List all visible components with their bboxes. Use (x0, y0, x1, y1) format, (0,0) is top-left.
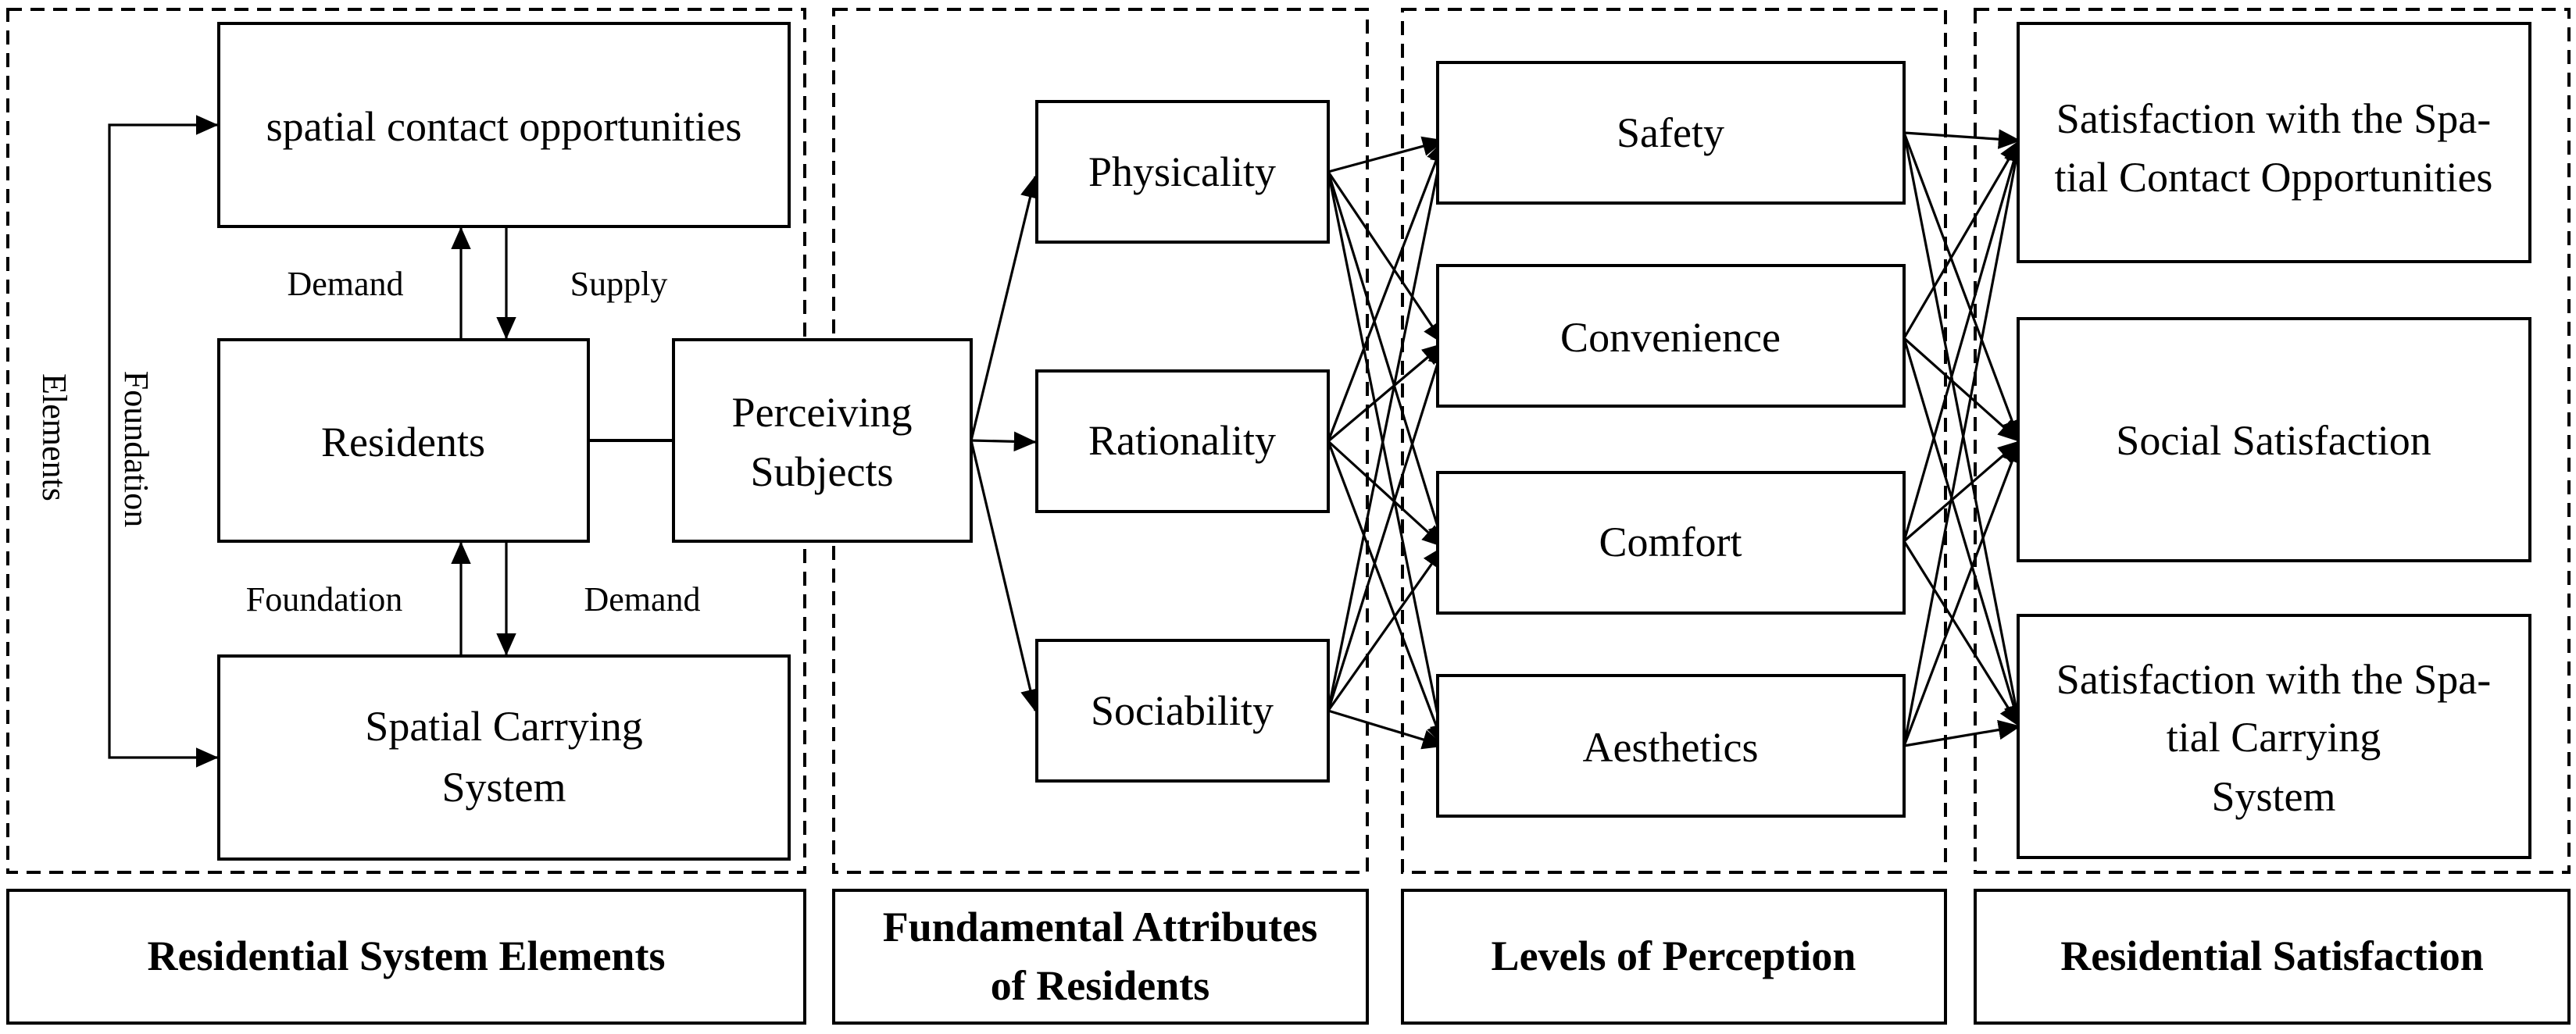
node-satisfaction-spatial-carrying: Satisfaction with the Spa- tial Carrying… (2017, 614, 2531, 859)
arrow-perceiving-physicality (970, 175, 1041, 441)
label-foundation-vertical: Foundation (117, 371, 155, 527)
svg-text:spatial contact opportunities: spatial contact opportunities (266, 103, 742, 150)
arrows-attributes-to-perception (1327, 136, 1450, 750)
section-panel-residential-satisfaction (1974, 8, 2571, 874)
svg-text:tial Contact Opportunities: tial Contact Opportunities (2055, 154, 2493, 201)
section-header-levels-of-perception: Levels of Perception (1401, 889, 1947, 1025)
svg-text:Rationality: Rationality (1088, 417, 1276, 464)
node-aesthetics: Aesthetics (1436, 674, 1906, 818)
svg-text:System: System (2211, 773, 2335, 820)
arrows-perception-to-satisfaction (1903, 129, 2026, 747)
arrow-perceiving-sociability (970, 440, 1041, 712)
label-foundation-bottom: Foundation (246, 580, 402, 619)
node-physicality: Physicality (1035, 100, 1330, 244)
svg-text:Residential System Elements: Residential System Elements (148, 932, 666, 979)
label-elements-vertical: Elements (35, 373, 73, 501)
bracket-connector-bottom (108, 437, 219, 768)
svg-text:Satisfaction with the Spa-: Satisfaction with the Spa- (2056, 656, 2491, 703)
label-demand-bottom: Demand (584, 580, 700, 619)
arrow-perceiving-rationality (970, 431, 1037, 452)
svg-text:System: System (441, 764, 566, 811)
svg-text:Safety: Safety (1617, 109, 1724, 156)
svg-text:Levels of Perception: Levels of Perception (1492, 932, 1856, 979)
svg-text:tial Carrying: tial Carrying (2167, 714, 2381, 761)
svg-text:Comfort: Comfort (1599, 519, 1742, 565)
svg-text:Satisfaction with the Spa-: Satisfaction with the Spa- (2056, 95, 2491, 142)
node-rationality: Rationality (1035, 369, 1330, 513)
section-header-residential-system: Residential System Elements (6, 889, 806, 1025)
node-comfort: Comfort (1436, 471, 1906, 615)
svg-text:Aesthetics: Aesthetics (1583, 724, 1759, 771)
svg-text:Subjects: Subjects (751, 448, 894, 495)
node-spatial-carrying-system: Spatial Carrying System (217, 654, 791, 861)
svg-text:Spatial Carrying: Spatial Carrying (365, 703, 642, 750)
node-sociability: Sociability (1035, 639, 1330, 783)
node-residents: Residents (217, 338, 590, 543)
section-panel-levels-of-perception (1401, 8, 1947, 874)
svg-text:Social Satisfaction: Social Satisfaction (2116, 417, 2431, 464)
node-spatial-contact-opportunities: spatial contact opportunities (217, 22, 791, 228)
bracket-connector-top (108, 115, 219, 437)
svg-text:Sociability: Sociability (1091, 687, 1274, 734)
svg-text:Residents: Residents (321, 419, 485, 465)
label-demand-top: Demand (287, 265, 403, 303)
node-satisfaction-spatial-contact: Satisfaction with the Spa- tial Contact … (2017, 22, 2531, 263)
section-header-fundamental-attributes: Fundamental Attributes of Residents (832, 889, 1369, 1025)
section-header-residential-satisfaction: Residential Satisfaction (1974, 889, 2571, 1025)
label-supply: Supply (570, 265, 668, 303)
node-safety: Safety (1436, 61, 1906, 205)
svg-text:Perceiving: Perceiving (732, 389, 913, 436)
svg-text:Fundamental Attributes: Fundamental Attributes (883, 904, 1318, 950)
svg-text:of Residents: of Residents (991, 962, 1210, 1009)
node-social-satisfaction: Social Satisfaction (2017, 317, 2531, 562)
svg-text:Convenience: Convenience (1560, 314, 1781, 361)
node-perceiving-subjects: Perceiving Subjects (672, 338, 973, 543)
node-convenience: Convenience (1436, 264, 1906, 408)
svg-text:Residential Satisfaction: Residential Satisfaction (2060, 932, 2484, 979)
svg-text:Physicality: Physicality (1088, 148, 1276, 195)
